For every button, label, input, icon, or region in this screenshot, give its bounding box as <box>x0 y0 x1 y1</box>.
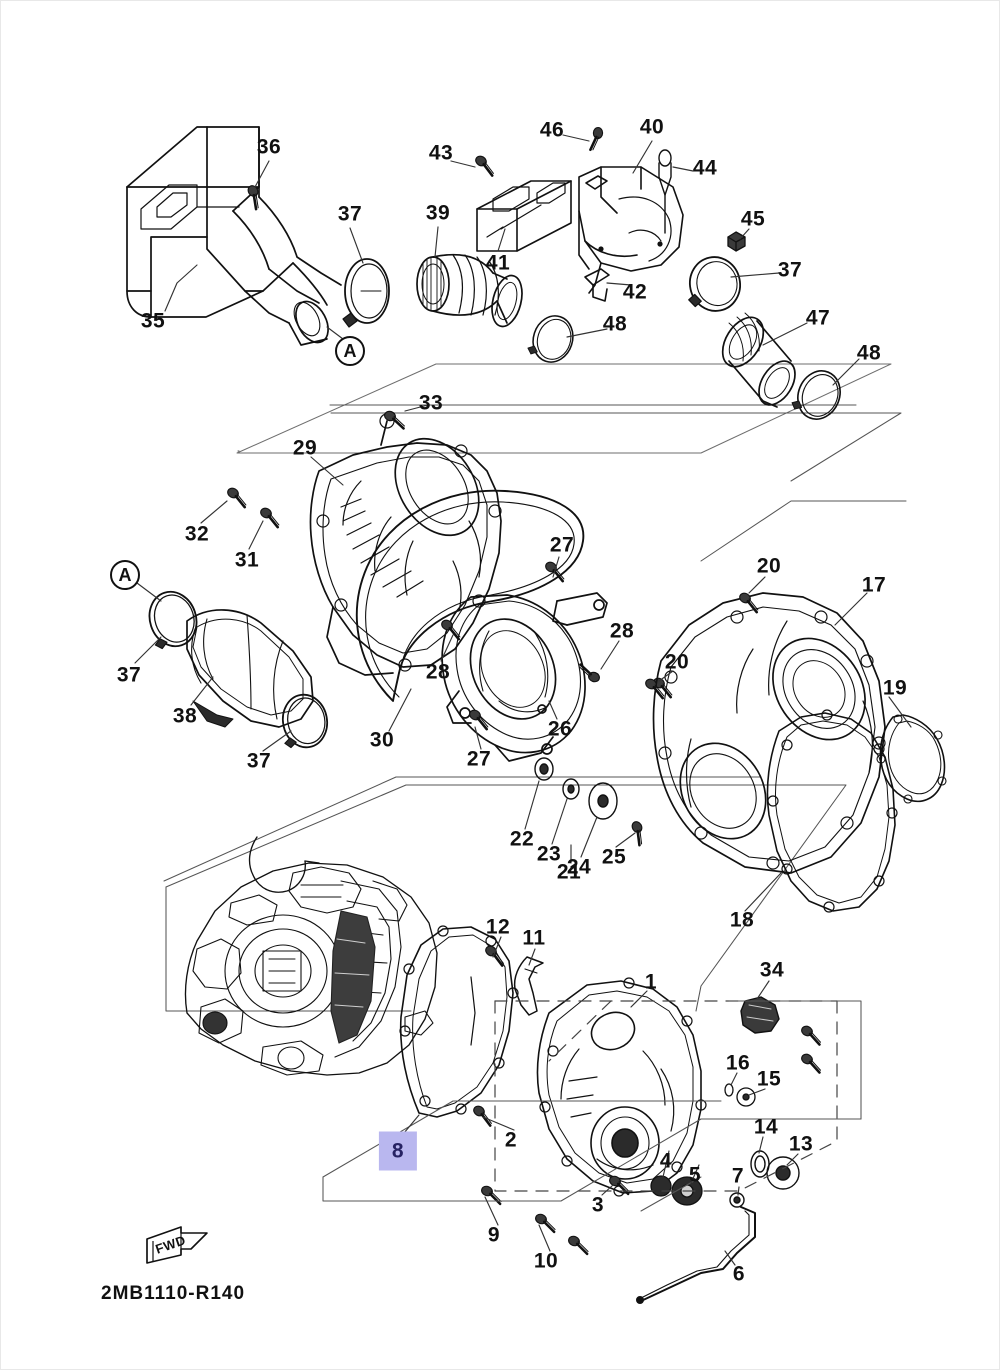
part-callout-25[interactable]: 25 <box>601 845 627 869</box>
part-callout-38[interactable]: 38 <box>172 704 198 728</box>
part-callout-34[interactable]: 34 <box>759 958 785 982</box>
part-callout-10[interactable]: 10 <box>533 1249 559 1273</box>
part-callout-1[interactable]: 1 <box>644 970 658 994</box>
part-callout-30[interactable]: 30 <box>369 728 395 752</box>
part-callout-highlighted-8[interactable]: 8 <box>378 1131 418 1171</box>
part-callout-45[interactable]: 45 <box>740 207 766 231</box>
part-callout-31[interactable]: 31 <box>234 548 260 572</box>
part-callout-20[interactable]: 20 <box>664 650 690 674</box>
part-callout-43[interactable]: 43 <box>428 141 454 165</box>
part-callout-12[interactable]: 12 <box>485 915 511 939</box>
part-callout-48[interactable]: 48 <box>856 341 882 365</box>
part-callout-28[interactable]: 28 <box>609 619 635 643</box>
part-callout-47[interactable]: 47 <box>805 306 831 330</box>
part-callout-37[interactable]: 37 <box>246 749 272 773</box>
part-callout-23[interactable]: 23 <box>536 842 562 866</box>
part-callout-37[interactable]: 37 <box>777 258 803 282</box>
part-callout-33[interactable]: 33 <box>418 391 444 415</box>
part-callout-44[interactable]: 44 <box>692 156 718 180</box>
part-callout-6[interactable]: 6 <box>732 1262 746 1286</box>
part-callout-21[interactable]: 21 <box>556 860 582 884</box>
part-callout-29[interactable]: 29 <box>292 436 318 460</box>
part-callout-4[interactable]: 4 <box>659 1149 673 1173</box>
part-callout-40[interactable]: 40 <box>639 115 665 139</box>
part-callout-37[interactable]: 37 <box>116 663 142 687</box>
part-callout-15[interactable]: 15 <box>756 1067 782 1091</box>
part-callout-46[interactable]: 46 <box>539 118 565 142</box>
part-callout-9[interactable]: 9 <box>487 1223 501 1247</box>
part-callout-24[interactable]: 24 <box>566 855 592 879</box>
part-callout-7[interactable]: 7 <box>731 1164 745 1188</box>
part-callout-14[interactable]: 14 <box>753 1115 779 1139</box>
part-callout-27[interactable]: 27 <box>549 533 575 557</box>
part-callout-41[interactable]: 41 <box>485 251 511 275</box>
part-callout-11[interactable]: 11 <box>522 926 546 950</box>
part-callout-18[interactable]: 18 <box>729 908 755 932</box>
part-callout-22[interactable]: 22 <box>509 827 535 851</box>
part-callout-17[interactable]: 17 <box>861 573 887 597</box>
reference-marker-a: A <box>335 336 365 366</box>
part-callout-19[interactable]: 19 <box>882 676 908 700</box>
part-callout-27[interactable]: 27 <box>466 747 492 771</box>
part-callout-3[interactable]: 3 <box>591 1193 605 1217</box>
part-callout-32[interactable]: 32 <box>184 522 210 546</box>
fwd-direction-indicator: FWD <box>141 1223 213 1267</box>
part-callout-39[interactable]: 39 <box>425 201 451 225</box>
part-callout-20[interactable]: 20 <box>756 554 782 578</box>
part-callout-5[interactable]: 5 <box>688 1163 702 1187</box>
part-callout-2[interactable]: 2 <box>504 1128 518 1152</box>
part-callout-36[interactable]: 36 <box>256 135 282 159</box>
part-callout-48[interactable]: 48 <box>602 312 628 336</box>
part-callout-35[interactable]: 35 <box>140 309 166 333</box>
part-callout-26[interactable]: 26 <box>547 717 573 741</box>
diagram-code: 2MB1110-R140 <box>101 1283 246 1304</box>
part-callout-28[interactable]: 28 <box>425 660 451 684</box>
part-callout-16[interactable]: 16 <box>725 1051 751 1075</box>
part-callout-42[interactable]: 42 <box>622 280 648 304</box>
part-callout-37[interactable]: 37 <box>337 202 363 226</box>
reference-marker-a: A <box>110 560 140 590</box>
part-callout-13[interactable]: 13 <box>788 1132 814 1156</box>
